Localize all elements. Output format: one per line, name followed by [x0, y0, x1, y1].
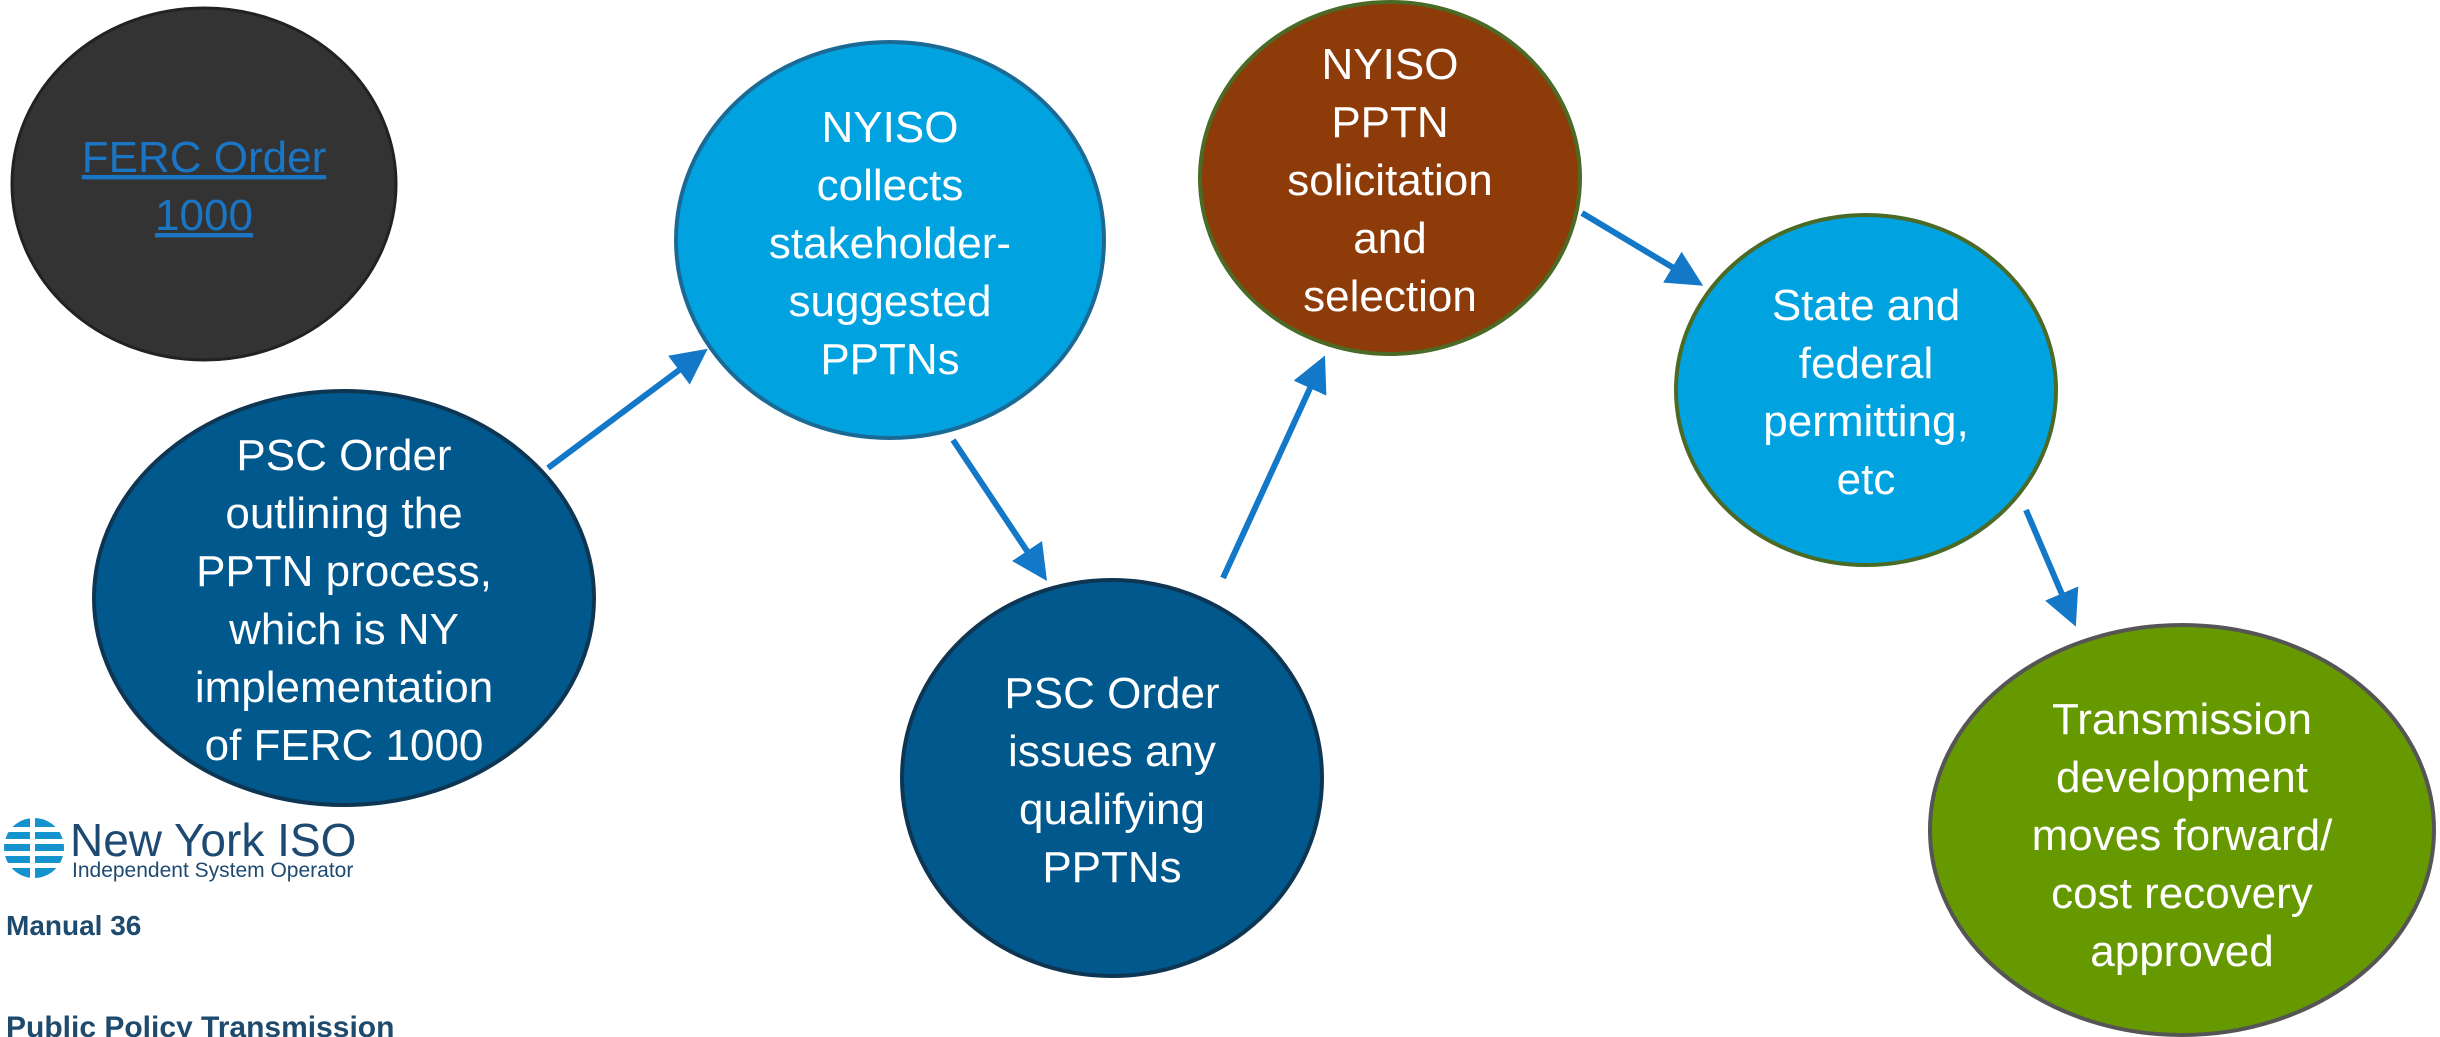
transmission-line-4: cost recovery	[2051, 869, 2313, 918]
arrow-nyiso-collects-to-psc-issues	[950, 438, 1047, 581]
nyiso-solicitation-line-1: NYISO	[1322, 40, 1459, 89]
nyiso-solicitation-line-5: selection	[1303, 272, 1477, 321]
nyiso-solicitation-line-2: PPTN	[1331, 98, 1448, 147]
nyiso-collects-line-1: NYISO	[822, 103, 959, 152]
permitting-line-4: etc	[1837, 455, 1896, 504]
nyiso-solicitation-line-3: solicitation	[1287, 156, 1492, 205]
psc-outline-line-5: implementation	[195, 663, 493, 712]
transmission-line-2: development	[2056, 753, 2308, 802]
document-title: Public Policy Transmission	[6, 1011, 394, 1037]
ferc-order-node[interactable]: FERC Order 1000	[10, 6, 398, 362]
arrow-nyiso-solicit-to-permitting	[1580, 210, 1704, 286]
psc-outline-line-1: PSC Order	[236, 431, 451, 480]
nyiso-logo: New York ISO Independent System Operator	[2, 814, 356, 882]
permitting-line-3: permitting,	[1763, 397, 1968, 446]
nyiso-collects-line-4: suggested	[788, 277, 991, 326]
manual-label: Manual 36	[6, 910, 141, 941]
nyiso-solicitation-shape	[1198, 0, 1582, 356]
transmission-line-5: approved	[2090, 927, 2273, 976]
psc-outline-line-2: outlining the	[225, 489, 462, 538]
nyiso-collects-line-5: PPTNs	[820, 335, 959, 384]
psc-outline-line-4: which is NY	[228, 605, 459, 654]
permitting-line-1: State and	[1772, 281, 1960, 330]
arrow-psc-issues-to-nyiso-solicit	[1220, 355, 1327, 580]
ferc-order-shape	[10, 6, 398, 362]
arrow-psc-outline-to-nyiso-collects	[546, 348, 708, 471]
psc-issues-line-3: qualifying	[1019, 785, 1205, 834]
arrow-permitting-to-transmission	[2023, 508, 2079, 627]
transmission-line-3: moves forward/	[2032, 811, 2334, 860]
psc-outline-line-6: of FERC 1000	[205, 721, 484, 770]
psc-issues-line-1: PSC Order	[1004, 669, 1219, 718]
transmission-node: Transmission development moves forward/ …	[1928, 623, 2436, 1037]
permitting-node: State and federal permitting, etc	[1674, 213, 2058, 567]
permitting-line-2: federal	[1799, 339, 1934, 388]
nyiso-logo-tagline: Independent System Operator	[72, 859, 353, 882]
permitting-shape	[1674, 213, 2058, 567]
ferc-order-link-line-2[interactable]: 1000	[155, 191, 253, 240]
nyiso-solicitation-node: NYISO PPTN solicitation and selection	[1198, 0, 1582, 356]
ferc-order-link-line-1[interactable]: FERC Order	[82, 133, 326, 182]
psc-issues-line-4: PPTNs	[1042, 843, 1181, 892]
nyiso-logo-icon	[2, 818, 66, 878]
nyiso-collects-shape	[674, 40, 1106, 440]
psc-outline-shape	[92, 389, 596, 807]
psc-issues-line-2: issues any	[1008, 727, 1216, 776]
nyiso-solicitation-line-4: and	[1353, 214, 1426, 263]
psc-outline-line-3: PPTN process,	[196, 547, 492, 596]
psc-issues-node: PSC Order issues any qualifying PPTNs	[900, 578, 1324, 978]
psc-outline-node: PSC Order outlining the PPTN process, wh…	[92, 389, 596, 807]
nyiso-collects-line-3: stakeholder-	[769, 219, 1011, 268]
transmission-shape	[1928, 623, 2436, 1037]
nyiso-logo-name: New York ISO	[70, 814, 356, 866]
psc-issues-shape	[900, 578, 1324, 978]
transmission-line-1: Transmission	[2052, 695, 2312, 744]
nyiso-collects-node: NYISO collects stakeholder- suggested PP…	[674, 40, 1106, 440]
nyiso-collects-line-2: collects	[817, 161, 964, 210]
